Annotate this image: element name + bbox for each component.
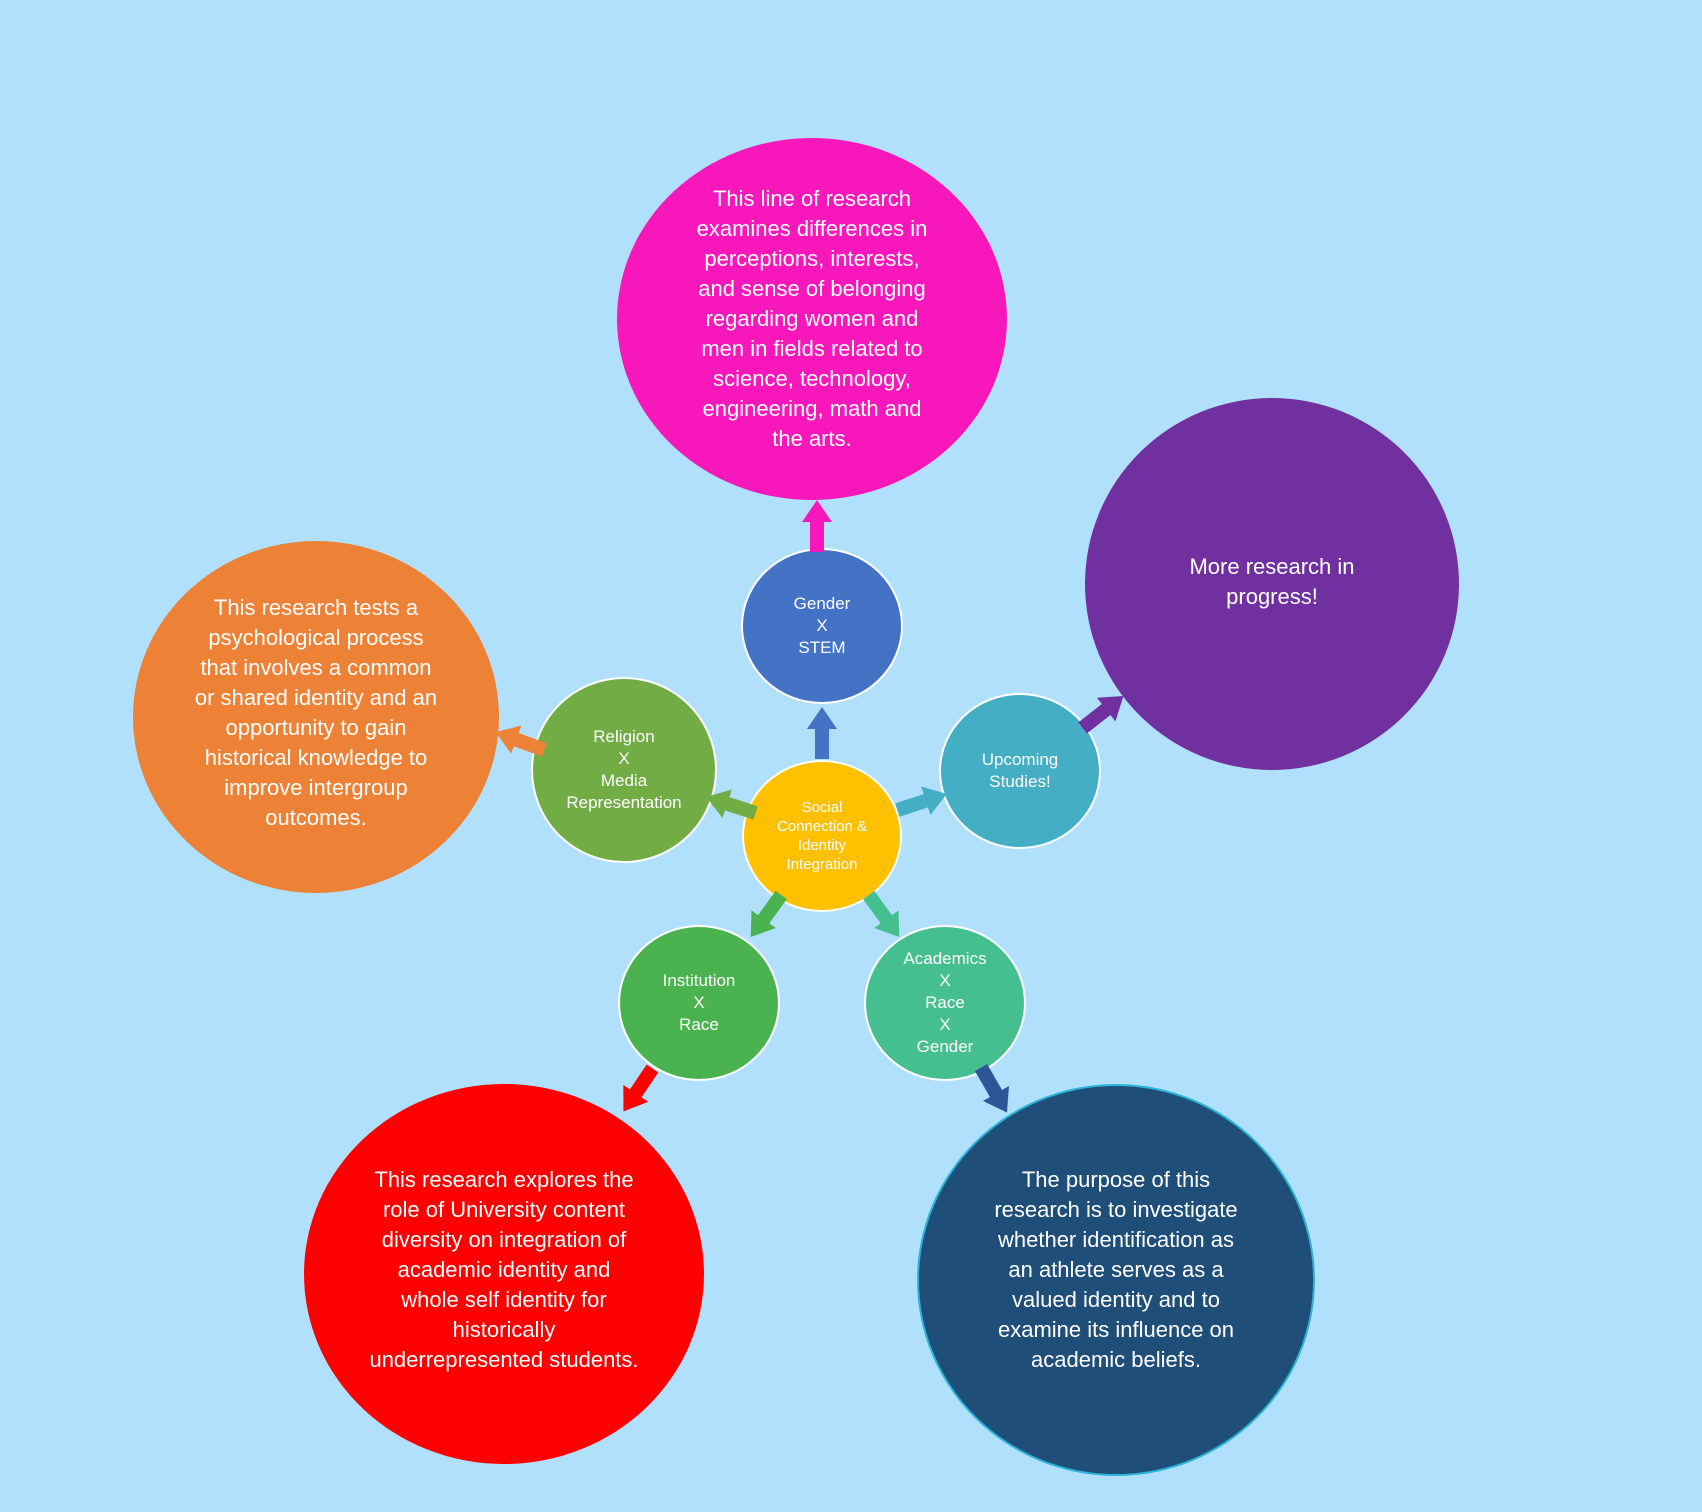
branch-circle-academics-race-gender: Academics X Race X Gender — [864, 925, 1026, 1081]
description-circle-academics-race-gender: The purpose of this research is to inves… — [917, 1084, 1315, 1476]
branch-circle-gender-stem: Gender X STEM — [741, 548, 903, 704]
branch-circle-institution-race: Institution X Race — [618, 925, 780, 1081]
branch-label-religion-media: Religion X Media Representation — [566, 727, 682, 812]
branch-circle-religion-media: Religion X Media Representation — [531, 677, 717, 863]
arrow-upcoming-to-description — [1073, 684, 1132, 740]
branch-circle-upcoming: Upcoming Studies! — [939, 693, 1101, 849]
branch-label-academics-race-gender: Academics X Race X Gender — [903, 949, 987, 1056]
description-text-gender-stem: This line of research examines differenc… — [696, 186, 928, 451]
arrow-hub-to-upcoming — [893, 780, 952, 825]
arrow-hub-to-academics — [857, 886, 912, 946]
arrow-hub-to-institution — [739, 886, 794, 946]
description-circle-upcoming: More research in progress! — [1085, 398, 1459, 770]
branch-label-upcoming: Upcoming Studies! — [981, 750, 1059, 791]
description-text-religion-media: This research tests a psychological proc… — [194, 595, 438, 830]
hub-circle: Social Connection & Identity Integration — [742, 760, 902, 912]
description-circle-gender-stem: This line of research examines differenc… — [617, 138, 1007, 500]
arrow-religion-to-description — [490, 718, 549, 764]
arrow-hub-to-religion — [702, 783, 761, 828]
branch-label-gender-stem: Gender X STEM — [793, 594, 851, 657]
description-text-upcoming: More research in progress! — [1189, 554, 1355, 609]
description-circle-institution-race: This research explores the role of Unive… — [304, 1084, 704, 1464]
arrow-gender-stem-to-description — [802, 500, 832, 552]
hub-label: Social Connection & Identity Integration — [776, 799, 868, 873]
description-text-academics-race-gender: The purpose of this research is to inves… — [994, 1167, 1238, 1372]
arrow-academics-to-description — [968, 1060, 1020, 1120]
arrow-institution-to-description — [611, 1060, 665, 1120]
arrow-hub-to-gender-stem — [807, 707, 837, 759]
description-text-institution-race: This research explores the role of Unive… — [369, 1167, 639, 1372]
description-circle-religion-media: This research tests a psychological proc… — [133, 541, 499, 893]
branch-label-institution-race: Institution X Race — [662, 971, 736, 1034]
